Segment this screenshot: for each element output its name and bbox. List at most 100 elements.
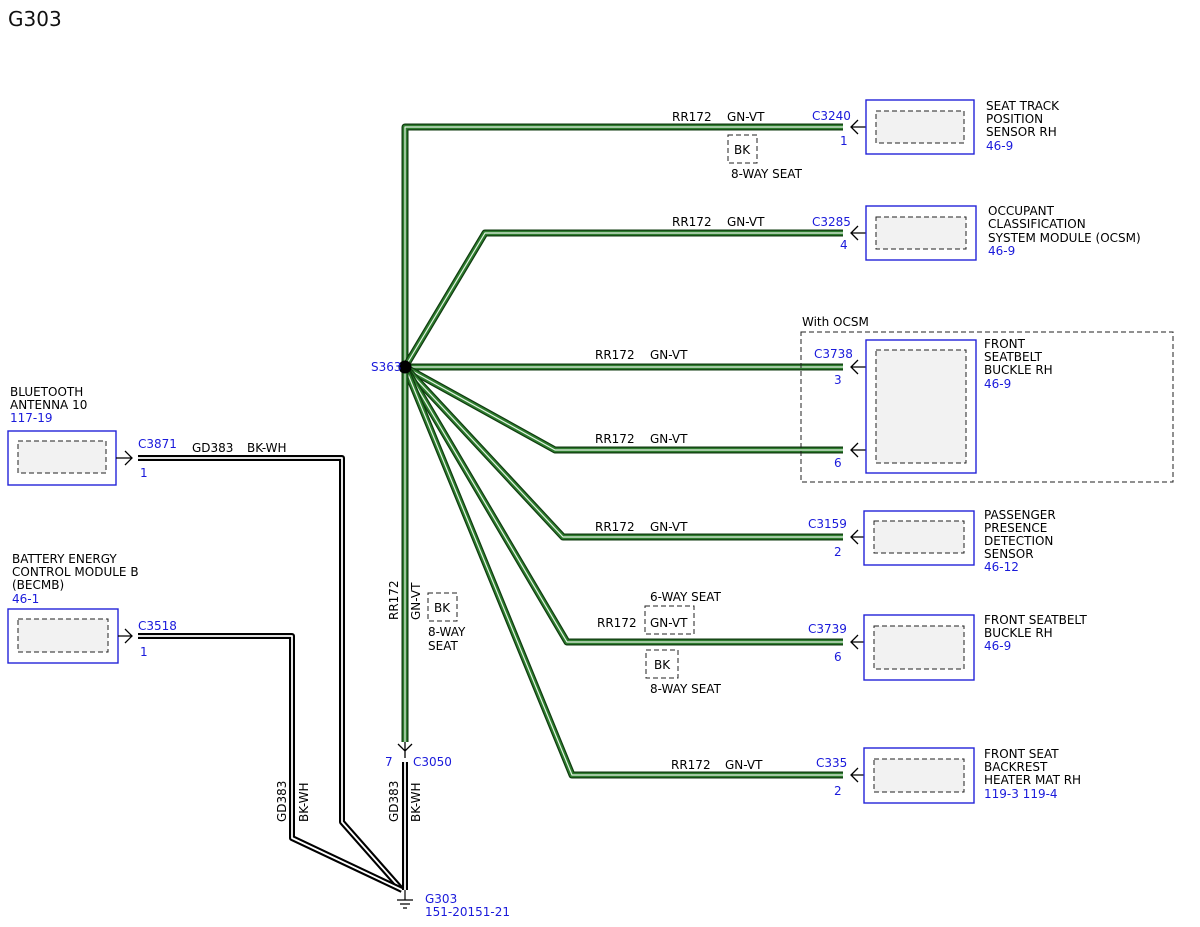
component-name: SENSOR RH	[986, 125, 1057, 139]
six-way-seat-note: 6-WAY SEAT	[650, 590, 722, 604]
wire-color-label: GN-VT	[409, 582, 423, 620]
component-passenger-presence-sensor	[850, 510, 975, 566]
component-ref-link[interactable]: 46-9	[988, 244, 1015, 258]
component-name: CONTROL MODULE B	[12, 565, 139, 579]
inline-connector-c3050	[397, 742, 413, 758]
wire-circuit-label: RR172	[597, 616, 637, 630]
component-ref-link[interactable]: 46-1	[12, 592, 39, 606]
green-wires	[401, 123, 843, 779]
component-name: (BECMB)	[12, 578, 64, 592]
connector-label: C3285	[812, 215, 851, 229]
pin-number: 2	[834, 784, 842, 798]
component-name: ANTENNA 10	[10, 398, 87, 412]
component-ref-link[interactable]: 46-12	[984, 560, 1019, 574]
component-front-seatbelt-buckle-ocsm	[850, 339, 977, 474]
bk-option-label: BK	[654, 658, 671, 672]
splice-dot	[398, 360, 412, 374]
component-ocsm	[850, 205, 977, 261]
wire-color-label: BK-WH	[297, 782, 311, 822]
wire-c3518-to-ground	[138, 633, 404, 893]
component-name: SYSTEM MODULE (OCSM)	[988, 231, 1141, 245]
component-bluetooth-antenna	[7, 430, 133, 486]
component-name: PASSENGER	[984, 508, 1056, 522]
wire-circuit-label: GD383	[387, 781, 401, 822]
eight-way-seat-note: 8-WAY SEAT	[650, 682, 722, 696]
component-name: PRESENCE	[984, 521, 1047, 535]
bk-option-label: BK	[434, 601, 451, 615]
component-name: SEATBELT	[984, 350, 1043, 364]
wire-c3871-to-ground	[138, 455, 405, 892]
diagram-title: G303	[8, 7, 62, 31]
component-becmb	[7, 608, 133, 664]
component-name: DETECTION	[984, 534, 1053, 548]
wire-color-label: GN-VT	[727, 215, 765, 229]
connector-label: C3871	[138, 437, 177, 451]
component-name: BUCKLE RH	[984, 363, 1053, 377]
ground-symbol	[397, 890, 413, 909]
ground-ref: 151-20151-21	[425, 905, 510, 919]
bk-option-box	[427, 592, 458, 622]
bk-option-box	[645, 649, 679, 679]
connector-label: C3739	[808, 622, 847, 636]
seat-note: SEAT	[428, 639, 458, 653]
pin-number: 2	[834, 545, 842, 559]
component-ref-link[interactable]: 117-19	[10, 411, 53, 425]
component-name: BACKREST	[984, 760, 1048, 774]
component-heater-mat	[850, 747, 975, 804]
component-name: SENSOR	[984, 547, 1034, 561]
wire-to-c3159	[402, 364, 843, 541]
wire-to-c3738-pin6	[403, 363, 843, 454]
pin-number: 6	[834, 456, 842, 470]
splice-label: S363	[371, 360, 402, 374]
connector-label: C3518	[138, 619, 177, 633]
component-name: BATTERY ENERGY	[12, 552, 117, 566]
pin-number: 3	[834, 373, 842, 387]
with-ocsm-region	[800, 331, 1174, 483]
wire-circuit-label: RR172	[672, 215, 712, 229]
wire-color-label: GN-VT	[725, 758, 763, 772]
wire-circuit-label: GD383	[192, 441, 233, 455]
eight-way-note: 8-WAY	[428, 625, 466, 639]
wire-circuit-label: GD383	[275, 781, 289, 822]
with-ocsm-label: With OCSM	[802, 315, 869, 329]
component-name: SEAT TRACK	[986, 99, 1060, 113]
pin-number: 1	[840, 134, 848, 148]
component-name: POSITION	[986, 112, 1043, 126]
wire-to-c3240	[401, 123, 843, 367]
component-name: FRONT	[984, 337, 1026, 351]
pin-number: 1	[140, 466, 148, 480]
component-name: CLASSIFICATION	[988, 217, 1086, 231]
wire-color-label: GN-VT	[650, 432, 688, 446]
connector-label: C3240	[812, 109, 851, 123]
component-ref-link[interactable]: 119-3 119-4	[984, 787, 1058, 801]
component-name: FRONT SEAT	[984, 747, 1059, 761]
component-name: BUCKLE RH	[984, 626, 1053, 640]
ground-label: G303	[425, 892, 457, 906]
wire-color-label: GN-VT	[650, 348, 688, 362]
wire-color-label: GN-VT	[650, 520, 688, 534]
gn-vt-option-box	[644, 605, 695, 635]
component-ref-link[interactable]: 46-9	[984, 377, 1011, 391]
wire-circuit-label: RR172	[671, 758, 711, 772]
component-seat-track-position-sensor	[850, 99, 975, 155]
black-wires	[138, 455, 408, 893]
c3050-pin: 7	[385, 755, 393, 769]
wire-color-label: BK-WH	[247, 441, 287, 455]
connector-label: C335	[816, 756, 847, 770]
c3050-label: C3050	[413, 755, 452, 769]
pin-number: 6	[834, 650, 842, 664]
wire-to-c3285	[401, 229, 843, 369]
wire-circuit-label: RR172	[672, 110, 712, 124]
component-name: OCCUPANT	[988, 204, 1055, 218]
component-ref-link[interactable]: 46-9	[984, 639, 1011, 653]
bk-option-label: BK	[734, 143, 751, 157]
wire-color-label: GN-VT	[727, 110, 765, 124]
component-name: FRONT SEATBELT	[984, 613, 1087, 627]
component-ref-link[interactable]: 46-9	[986, 139, 1013, 153]
eight-way-seat-note: 8-WAY SEAT	[731, 167, 803, 181]
wire-color-label: GN-VT	[650, 616, 688, 630]
component-front-seatbelt-buckle	[850, 614, 975, 681]
wire-circuit-label: RR172	[595, 432, 635, 446]
wire-circuit-label: RR172	[595, 348, 635, 362]
